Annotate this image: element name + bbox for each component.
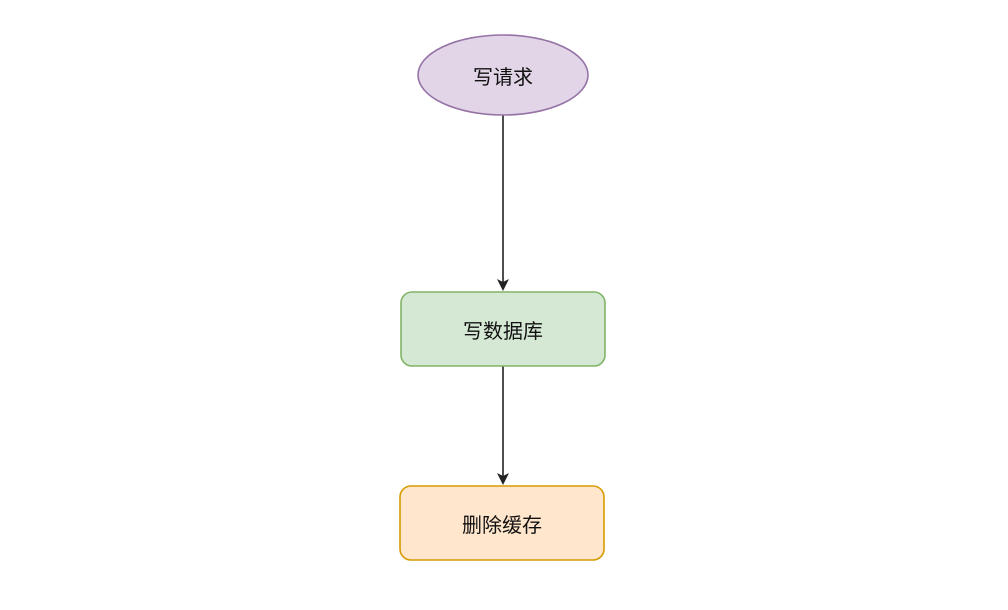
delete-cache-node	[399, 485, 605, 561]
write-database-node	[400, 291, 606, 367]
write-request-node	[417, 34, 589, 116]
